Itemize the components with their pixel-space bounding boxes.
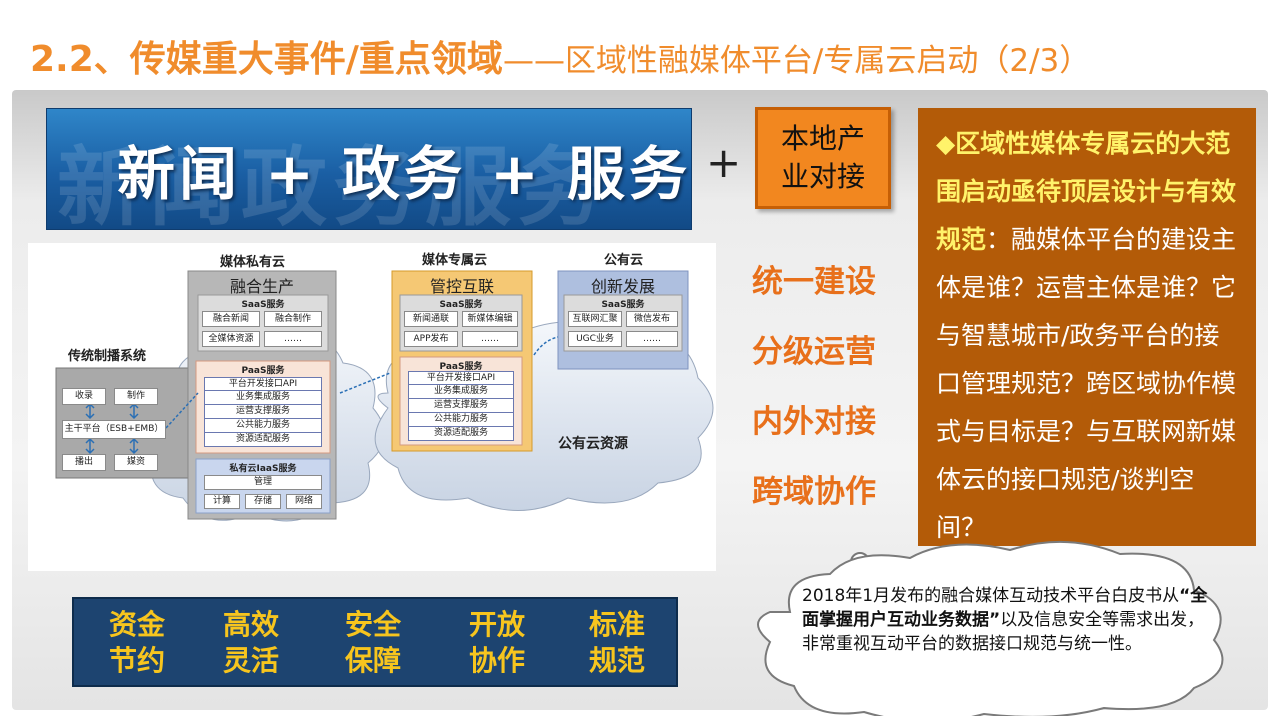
local-industry-box: 本地产 业对接 <box>755 107 891 209</box>
cloud-note-after: 以及信息安全等需求出发，非常重视互动平台的数据接口规范与统一性。 <box>802 610 1205 654</box>
dedicated-saas-cell: 新媒体编辑 <box>462 311 518 327</box>
private-paas-list: 平台开发接口API 业务集成服务 运营支撑服务 公共能力服务 资源适配服务 <box>204 377 322 447</box>
banner-text: 新闻 + 政务 + 服务 <box>117 140 691 208</box>
dedicated-saas-cell: …… <box>462 331 518 347</box>
thought-cloud-shape <box>757 540 1224 720</box>
paas-item: 平台开发接口API <box>204 377 322 391</box>
news-government-service-banner: 新闻政务服务 新闻 + 政务 + 服务 <box>46 108 692 230</box>
dedicated-saas-cell: APP发布 <box>404 331 458 347</box>
iaas-storage-cell: 存储 <box>245 494 281 509</box>
cloud-note-emphasis: “全面掌握用户互动业务数据” <box>802 586 1208 630</box>
benefit-item: 高效灵活 <box>216 607 286 679</box>
banner-ghost-text: 新闻政务服务 <box>57 138 609 230</box>
cloud-note-text: 2018年1月发布的融合媒体互动技术平台白皮书从“全面掌握用户互动业务数据”以及… <box>802 584 1220 656</box>
benefit-line: 保障 <box>344 644 401 677</box>
iaas-network-cell: 网络 <box>286 494 322 509</box>
vertical-arrow <box>129 437 139 455</box>
dedicated-saas-label: SaaS服务 <box>439 300 483 310</box>
benefits-bar: 资金节约 高效灵活 安全保障 开放协作 标准规范 <box>72 597 678 687</box>
plus-sign: + <box>706 138 742 187</box>
paas-item: 业务集成服务 <box>204 391 322 405</box>
keyword-item: 内外对接 <box>752 404 876 440</box>
arrow-left <box>165 392 199 429</box>
arrow-middle <box>339 372 391 394</box>
local-box-line2: 业对接 <box>780 160 865 193</box>
cell-playout: 播出 <box>62 454 106 471</box>
paas-item: 运营支撑服务 <box>408 399 514 413</box>
right-text-panel: ◆区域性媒体专属云的大范围启动亟待顶层设计与有效规范：融媒体平台的建设主体是谁？… <box>918 108 1256 546</box>
benefit-item: 安全保障 <box>338 607 408 679</box>
thought-cloud: 2018年1月发布的融合媒体互动技术平台白皮书从“全面掌握用户互动业务数据”以及… <box>750 540 1258 720</box>
benefit-line: 协作 <box>468 644 525 677</box>
private-saas-cell: 融合制作 <box>264 311 322 327</box>
benefit-line: 节约 <box>108 644 165 677</box>
cell-production: 制作 <box>114 388 158 405</box>
slide-title-main: 2.2、传媒重大事件/重点领域 <box>30 39 503 80</box>
paas-item: 平台开发接口API <box>408 371 514 385</box>
private-saas-cell: 全媒体资源 <box>202 331 260 347</box>
benefit-line: 标准 <box>588 608 645 641</box>
private-paas-label: PaaS服务 <box>241 366 285 376</box>
benefit-item: 资金节约 <box>102 607 172 679</box>
public-saas-cell: 互联网汇聚 <box>568 311 622 327</box>
architecture-diagram: 传统制播系统 收录 制作 主干平台（ESB+EMB） 播出 媒资 媒体私有云 融… <box>28 243 716 571</box>
benefit-line: 规范 <box>588 644 645 677</box>
private-saas-cell: 融合新闻 <box>202 311 260 327</box>
traditional-system-label: 传统制播系统 <box>68 349 147 364</box>
dedicated-paas-list: 平台开发接口API 业务集成服务 运营支撑服务 公共能力服务 资源适配服务 <box>408 371 514 441</box>
paas-item: 公共能力服务 <box>408 413 514 427</box>
private-cloud-label: 媒体私有云 <box>220 255 286 270</box>
benefit-line: 高效 <box>222 608 279 641</box>
benefit-line: 资金 <box>108 608 165 641</box>
paas-item: 运营支撑服务 <box>204 405 322 419</box>
dedicated-cloud-title: 管控互联 <box>429 277 494 296</box>
cloud-note-before: 2018年1月发布的融合媒体互动技术平台白皮书从 <box>802 586 1180 606</box>
arrow-right <box>533 336 559 356</box>
iaas-compute-cell: 计算 <box>204 494 240 509</box>
public-saas-cell: UGC业务 <box>568 331 622 347</box>
paas-item: 公共能力服务 <box>204 419 322 433</box>
private-cloud-title: 融合生产 <box>229 277 294 296</box>
dedicated-paas-label: PaaS服务 <box>439 362 483 372</box>
public-saas-label: SaaS服务 <box>601 300 645 310</box>
dedicated-cloud-label: 媒体专属云 <box>422 253 488 268</box>
benefit-line: 安全 <box>344 608 401 641</box>
private-iaas-label: 私有云IaaS服务 <box>229 464 297 474</box>
local-box-line1: 本地产 <box>780 122 865 155</box>
slide-title-sub: ——区域性融媒体平台/专属云启动（2/3） <box>502 43 1091 79</box>
cell-backbone-platform: 主干平台（ESB+EMB） <box>62 420 166 439</box>
slide-title: 2.2、传媒重大事件/重点领域——区域性融媒体平台/专属云启动（2/3） <box>30 30 1090 80</box>
keyword-item: 跨域协作 <box>752 474 876 510</box>
private-saas-cell: …… <box>264 331 322 347</box>
right-panel-body: ：融媒体平台的建设主体是谁？运营主体是谁？它与智慧城市/政务平台的接口管理规范？… <box>936 225 1237 542</box>
benefit-item: 开放协作 <box>462 607 532 679</box>
paas-item: 业务集成服务 <box>408 385 514 399</box>
private-saas-label: SaaS服务 <box>241 300 285 310</box>
cell-media-assets: 媒资 <box>114 454 158 471</box>
right-panel-highlight: ◆区域性媒体专属云的大范围启动亟待顶层设计与有效规范 <box>936 129 1237 254</box>
keyword-list: 统一建设 分级运营 内外对接 跨域协作 <box>752 258 876 538</box>
benefit-line: 灵活 <box>222 644 279 677</box>
iaas-manage-cell: 管理 <box>204 475 322 490</box>
keyword-item: 分级运营 <box>752 334 876 370</box>
dedicated-saas-cell: 新闻通联 <box>404 311 458 327</box>
public-cloud-label: 公有云 <box>604 253 644 268</box>
public-saas-cell: 微信发布 <box>626 311 678 327</box>
public-cloud-title: 创新发展 <box>590 277 655 296</box>
public-saas-cell: …… <box>626 331 678 347</box>
keyword-item: 统一建设 <box>752 264 876 300</box>
vertical-arrow <box>85 437 95 455</box>
benefit-item: 标准规范 <box>582 607 652 679</box>
benefit-line: 开放 <box>468 608 525 641</box>
paas-item: 资源适配服务 <box>204 433 322 447</box>
cell-record: 收录 <box>62 388 106 405</box>
public-cloud-resource-label: 公有云资源 <box>558 436 628 452</box>
paas-item: 资源适配服务 <box>408 427 514 441</box>
